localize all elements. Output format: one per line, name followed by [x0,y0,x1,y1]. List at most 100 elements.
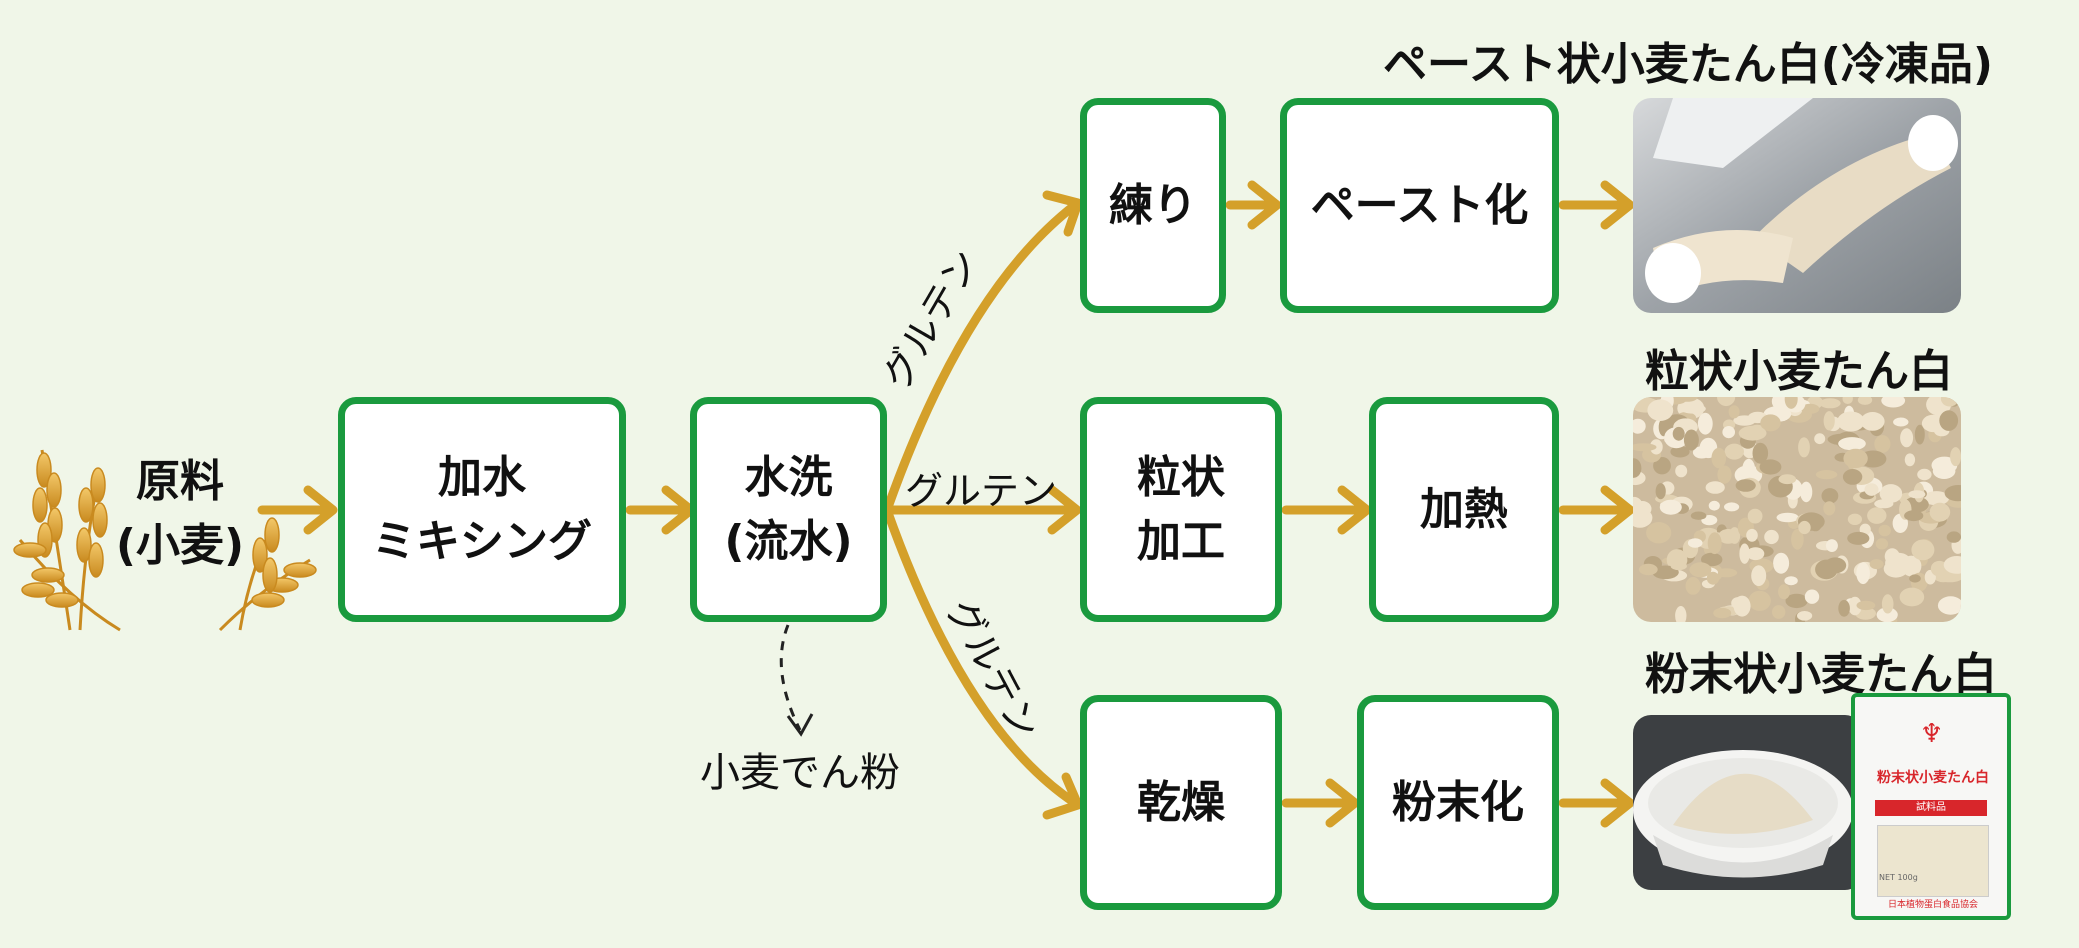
granule [1900,428,1914,448]
granule [1904,510,1924,522]
granule [1914,424,1925,445]
granule [1773,552,1790,574]
paste-step-box: ペースト化 [1280,98,1559,313]
granule-process-line2: 加工 [1137,515,1225,567]
granule [1876,607,1898,622]
granule [1687,538,1703,548]
paste-label: ペースト化 [1310,179,1529,231]
granule [1647,399,1674,421]
granule [1652,565,1679,580]
source-line2: (小麦) [115,519,245,571]
granule [1847,513,1862,525]
granule [1888,554,1900,571]
granule [1739,543,1750,564]
granule [1778,584,1790,600]
arrow-mixing-to-washing [625,485,696,535]
granule [1776,512,1799,523]
granule [1946,531,1961,543]
granule [1824,557,1847,574]
granule [1655,483,1666,500]
granule [1937,596,1961,615]
byproduct-label: 小麦でん粉 [700,750,900,796]
granule [1791,528,1804,550]
arrow-paste-to-photo [1558,180,1635,230]
granule [1856,562,1870,585]
granule [1705,481,1725,494]
granule [1842,469,1863,485]
granule [1801,403,1820,414]
granule [1772,397,1784,408]
powdering-step-box: 粉末化 [1357,695,1559,910]
granule [1733,595,1751,617]
granule [1893,417,1909,427]
granule [1764,529,1779,545]
granule [1670,445,1690,458]
granule [1838,599,1850,617]
arrow-washing-to-starch [779,624,814,737]
granule [1778,474,1797,485]
powder-bowl-photo [1633,715,1863,890]
powder-package: ♆ 粉末状小麦たん白 試料品 NET 100g 日本植物蛋白食品協会 [1851,693,2011,920]
granule [1848,596,1862,616]
source-label: 原料 (小麦) [110,450,250,578]
washing-line2: (流水) [724,515,853,567]
granule [1838,437,1866,451]
granule [1659,499,1682,515]
granule [1879,484,1903,503]
mixing-line2: ミキシング [372,515,592,567]
paste-gluten-photo [1633,98,1961,313]
granule [1823,411,1835,431]
granule [1823,501,1836,516]
granule [1860,412,1885,431]
granule [1950,447,1961,467]
granule [1717,465,1732,484]
granule [1707,532,1722,555]
granule [1689,562,1712,578]
granule [1759,459,1782,475]
granule [1692,446,1711,459]
granule [1923,491,1950,506]
arrow-heating-to-photo [1558,485,1635,535]
granule [1804,589,1820,604]
granule [1784,397,1798,409]
granule [1708,500,1720,511]
granule [1701,552,1723,567]
granule [1814,433,1826,445]
granule [1908,490,1926,499]
package-title: 粉末状小麦たん白 [1877,770,1989,786]
wheat-icon [13,449,317,632]
granule [1638,563,1658,576]
package-net: NET 100g [1879,873,1918,882]
arrow-granule-to-heating [1281,485,1372,535]
granule [1911,539,1935,561]
granule [1856,600,1876,611]
granule [1633,418,1646,434]
arrow-washing-to-granule [882,485,1082,535]
granule [1717,397,1736,407]
granule [1633,458,1642,478]
granule [1842,397,1853,404]
powdering-label: 粉末化 [1392,776,1524,828]
granule [1633,443,1657,452]
granule [1675,464,1688,478]
granule [1735,479,1756,492]
product-title-paste: ペースト状小麦たん白(冷凍品) [1383,39,1994,90]
granule [1697,412,1713,435]
granule [1728,405,1740,419]
granule [1760,414,1781,432]
granule [1724,443,1744,460]
granule [1672,426,1685,441]
granule [1798,437,1810,458]
granule [1683,429,1699,451]
granule [1864,483,1879,496]
granule [1847,531,1870,545]
granule [1722,426,1735,439]
granule [1711,447,1727,469]
granule [1881,594,1894,614]
granule [1904,453,1916,467]
kneading-label: 練り [1109,179,1197,231]
granule [1939,410,1959,431]
package-tag: 試料品 [1875,800,1987,816]
